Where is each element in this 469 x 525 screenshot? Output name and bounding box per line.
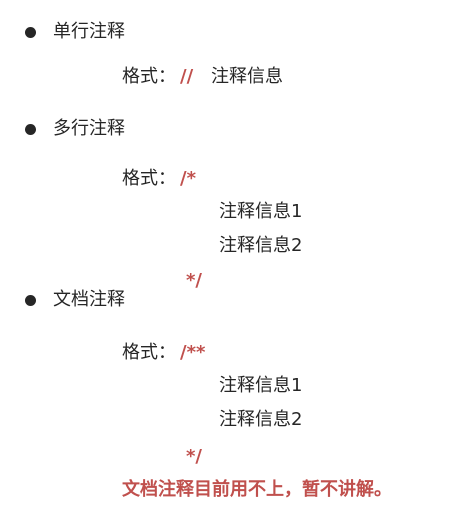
format-label-single-line: 格式： [122, 66, 176, 87]
doc-comment-line-1: 注释信息1 [219, 375, 303, 396]
single-line-comment-text: 注释信息 [211, 66, 283, 87]
doc-comment-close-marker: */ [186, 446, 202, 467]
single-line-marker: // [180, 66, 194, 87]
bullet-doc-comment [25, 295, 36, 306]
format-label-multi-line: 格式： [122, 168, 176, 189]
heading-multi-line: 多行注释 [53, 118, 125, 139]
multi-line-open-marker: /* [180, 168, 196, 189]
doc-comment-note: 文档注释目前用不上，暂不讲解。 [122, 479, 392, 500]
bullet-multi-line [25, 124, 36, 135]
doc-comment-open-marker: /** [180, 342, 206, 363]
format-label-doc-comment: 格式： [122, 342, 176, 363]
doc-comment-line-2: 注释信息2 [219, 409, 303, 430]
bullet-single-line [25, 27, 36, 38]
multi-line-close-marker: */ [186, 270, 202, 291]
multi-line-comment-line-1: 注释信息1 [219, 201, 303, 222]
heading-single-line: 单行注释 [53, 21, 125, 42]
heading-doc-comment: 文档注释 [53, 289, 125, 310]
multi-line-comment-line-2: 注释信息2 [219, 235, 303, 256]
